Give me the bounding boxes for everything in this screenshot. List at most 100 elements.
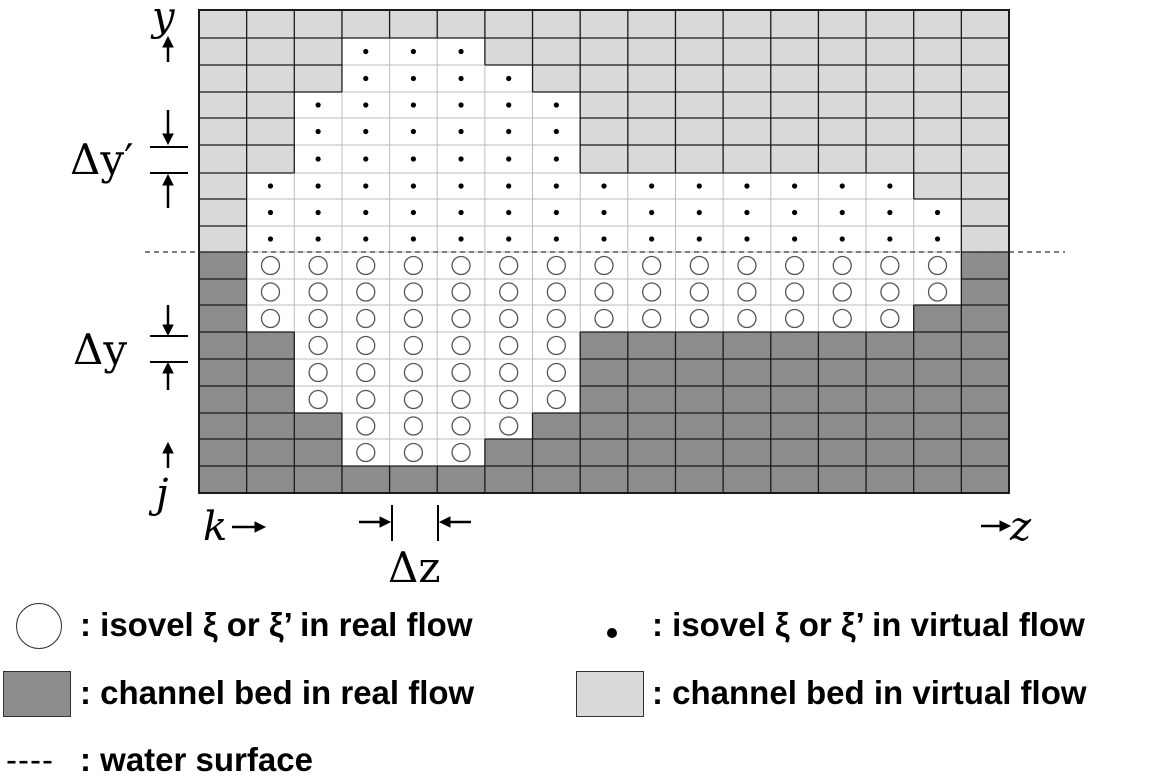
bed-cell [246, 466, 295, 493]
bed-cell [199, 173, 247, 199]
bed-cell [770, 332, 819, 359]
bed-cell [913, 65, 962, 92]
virtual-isovel-dot [315, 156, 321, 162]
real-isovel-circle [403, 335, 424, 356]
bed-cell [675, 439, 724, 466]
real-isovel-circle [689, 282, 709, 302]
bed-cell [723, 92, 771, 118]
water-surface-legend-symbol: ---- [6, 741, 54, 778]
bed-cell [294, 10, 342, 38]
real-isovel-circle [546, 255, 567, 276]
bed-cell [389, 10, 438, 38]
bed-cell [199, 92, 247, 118]
real-isovel-circle [832, 308, 852, 329]
real-isovel-circle [641, 282, 662, 302]
real-isovel-circle [641, 255, 662, 276]
bed-cell [341, 10, 390, 38]
bed-cell [627, 65, 676, 92]
virtual-isovel-dot [363, 156, 369, 162]
virtual-isovel-dot [696, 209, 702, 216]
bed-cell [199, 118, 247, 145]
virtual-isovel-dot [744, 236, 750, 242]
real-isovel-circle [832, 255, 852, 276]
bed-cell [580, 10, 628, 38]
real-isovel-circle [499, 335, 519, 356]
bed-cell [199, 305, 247, 332]
real-isovel-circle [689, 255, 709, 276]
real-isovel-circle [451, 416, 471, 436]
real-isovel-circle [451, 442, 471, 463]
delta-y-prime-arrows [150, 110, 188, 208]
bed-cell [866, 413, 914, 439]
real-isovel-circle [403, 282, 424, 302]
virtual-isovel-dot [553, 102, 559, 108]
y-axis-label: y [150, 0, 176, 40]
virtual-isovel-dot [506, 102, 512, 108]
delta-y-prime-label: Δy′ [70, 135, 134, 184]
virtual-isovel-dot [410, 236, 417, 242]
real-isovel-circle [689, 308, 709, 329]
real-isovel-circle [451, 308, 471, 329]
z-axis-label: z [1009, 504, 1032, 550]
bed-cell [770, 359, 819, 386]
bed-cell [627, 92, 676, 118]
bed-cell [818, 92, 867, 118]
real-isovel-circle [260, 255, 281, 276]
real-isovel-circle [641, 308, 662, 329]
bed-cell [913, 413, 962, 439]
bed-cell [532, 38, 581, 65]
virtual-isovel-dot [553, 156, 559, 162]
water-surface-legend-label: : water surface [80, 741, 313, 778]
bed-cell [723, 332, 771, 359]
virtual-isovel-dot [649, 183, 655, 189]
bed-cell [866, 332, 914, 359]
bed-cell [627, 386, 676, 413]
real-isovel-circle [927, 282, 948, 302]
bed-cell [580, 38, 628, 65]
virtual-isovel-dot [744, 209, 750, 216]
bed-cell [437, 466, 485, 493]
real-isovel-circle [546, 282, 567, 302]
bed-cell [723, 439, 771, 466]
bed-cell [246, 386, 295, 413]
bed-cell [818, 466, 867, 493]
bed-cell [723, 65, 771, 92]
bed-cell [246, 332, 295, 359]
virtual-isovel-dot [791, 183, 798, 189]
bed-cell [341, 466, 390, 493]
virtual-isovel-dot [315, 183, 321, 189]
bed-cell [389, 466, 438, 493]
bed-cell [246, 359, 295, 386]
bed-cell [484, 38, 533, 65]
virtual-isovel-dot [553, 236, 559, 242]
bed-cell [294, 466, 342, 493]
virtual-isovel-dot [839, 183, 845, 189]
bed-cell [294, 413, 342, 439]
bed-cell [818, 439, 867, 466]
bed-cell [675, 38, 724, 65]
real-isovel-circle [594, 308, 614, 329]
j-index-label: j [148, 471, 168, 517]
real-isovel-circle [499, 308, 519, 329]
virtual-isovel-dot [601, 209, 607, 216]
bed-cell [961, 413, 1009, 439]
real-isovel-circle [451, 362, 471, 383]
bed-cell [627, 118, 676, 145]
bed-cell [246, 10, 295, 38]
bed-cell [627, 145, 676, 173]
bed-cell [580, 65, 628, 92]
virtual-isovel-dot [363, 48, 369, 55]
bed-cell [675, 92, 724, 118]
bed-cell [199, 226, 247, 252]
z-axis-arrow [981, 520, 1012, 532]
bed-cell [532, 413, 581, 439]
bed-cell [961, 466, 1009, 493]
virtual-isovel-dot [363, 102, 369, 108]
real-isovel-circle [784, 308, 805, 329]
bed-cell [199, 252, 247, 279]
bed-cell [818, 332, 867, 359]
bed-cell [913, 359, 962, 386]
real-isovel-circle [880, 255, 900, 276]
virtual-isovel-dot [506, 209, 512, 216]
virtual-isovel-dot [410, 102, 417, 108]
